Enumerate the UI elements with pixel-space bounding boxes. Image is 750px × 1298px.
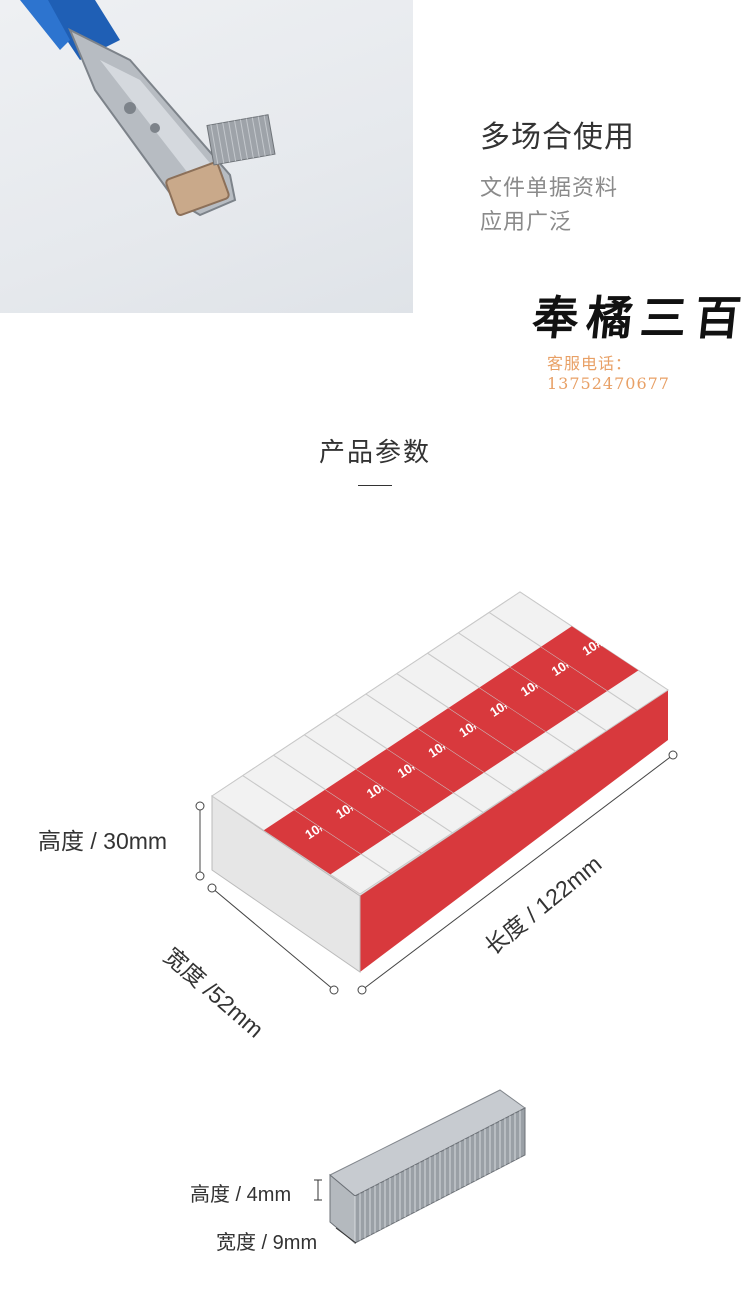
feature-line-1: 文件单据资料 <box>480 176 619 201</box>
staple-box-label <box>417 707 516 773</box>
params-divider <box>358 485 392 486</box>
staple-box-label <box>448 687 546 752</box>
box-pack-image: 10#10#10#10#10#10#10#10#10#10# <box>195 591 678 995</box>
staple-box-label <box>510 646 608 712</box>
params-title: 产品参数 <box>318 438 431 468</box>
feature-title: 多场合使用 <box>480 120 635 155</box>
box-height-label: 高度 / 30mm <box>38 828 168 854</box>
staple-strip-image <box>314 1089 526 1245</box>
stapler-image <box>20 0 276 217</box>
staple-box-label <box>325 769 423 834</box>
staple-box-label <box>356 748 454 814</box>
staple-box-label <box>479 667 577 732</box>
feature-text: 多场合使用 文件单据资料 应用广泛 <box>480 112 635 240</box>
staple-box-label <box>387 728 485 793</box>
staple-width-label: 宽度 / 9mm <box>216 1232 318 1254</box>
service-phone: 客服电话：13752470677 <box>547 354 670 393</box>
feature-line-2: 应用广泛 <box>480 210 573 235</box>
brand-signature: 奉橘三百 <box>529 291 750 345</box>
staple-box-label <box>263 809 362 875</box>
staple-box-label <box>541 626 639 691</box>
stapler-photo <box>0 0 413 313</box>
staple-box-label <box>294 789 392 854</box>
staple-height-label: 高度 / 4mm <box>190 1184 292 1206</box>
